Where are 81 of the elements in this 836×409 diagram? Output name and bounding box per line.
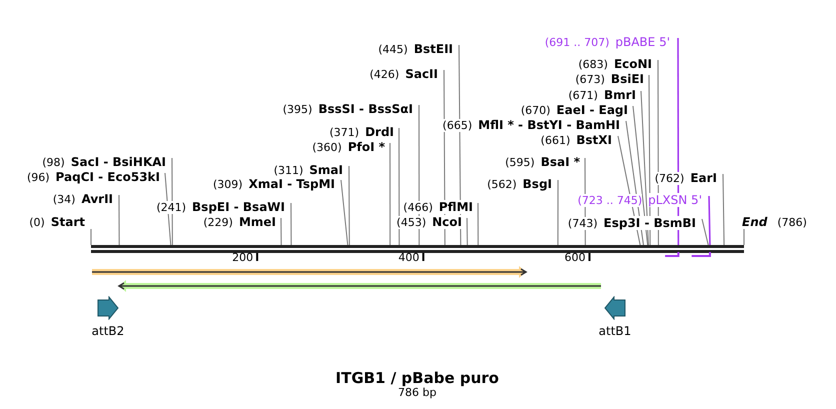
position-number: (691 .. 707) bbox=[544, 36, 610, 49]
leader-line bbox=[290, 202, 292, 246]
enzyme-name: AvrII bbox=[81, 192, 113, 206]
enzyme-name: BstEII bbox=[414, 42, 453, 56]
primer-name: pLXSN 5' bbox=[648, 193, 702, 207]
leader-line bbox=[702, 218, 709, 246]
scale-number: 200 bbox=[232, 251, 254, 264]
enzyme-name: Esp3I - BsmBI bbox=[604, 216, 696, 230]
position-number: (786) bbox=[777, 216, 807, 229]
leader-line bbox=[390, 142, 391, 246]
position-number: (0) bbox=[29, 216, 45, 229]
enzyme-name: EcoNI bbox=[614, 57, 652, 71]
enzyme-name: SacII bbox=[405, 67, 438, 81]
position-number: (595) bbox=[505, 156, 535, 169]
leader-line bbox=[478, 202, 479, 246]
enzyme-name: PaqCI - Eco53kI bbox=[56, 170, 160, 184]
position-number: (96) bbox=[26, 171, 50, 184]
position-number: (426) bbox=[370, 68, 400, 81]
position-number: (670) bbox=[520, 104, 550, 117]
leader-line bbox=[632, 106, 648, 246]
enzyme-name: BsaI * bbox=[540, 155, 580, 169]
position-number: (371) bbox=[329, 126, 360, 139]
enzyme-name: BssSI - BssSαI bbox=[318, 102, 413, 116]
enzyme-name: BsgI bbox=[522, 177, 552, 191]
leader-line bbox=[398, 128, 400, 246]
leader-line bbox=[280, 218, 282, 246]
feature-label: attB1 bbox=[598, 324, 632, 338]
enzyme-name: NcoI bbox=[432, 215, 462, 229]
position-number: (562) bbox=[487, 178, 517, 191]
scale-number: 600 bbox=[564, 251, 586, 264]
enzyme-name: SacI - BsiHKAI bbox=[70, 155, 166, 169]
leader-line bbox=[90, 228, 92, 246]
leader-line bbox=[118, 194, 120, 246]
position-number: (34) bbox=[52, 193, 76, 206]
enzyme-name: BspEI - BsaWI bbox=[192, 200, 285, 214]
position-number: (723 .. 745) bbox=[578, 194, 642, 207]
position-number: (241) bbox=[156, 201, 186, 214]
position-number: (360) bbox=[312, 141, 342, 154]
sequence-backbone bbox=[91, 245, 744, 253]
position-number: (671) bbox=[568, 89, 598, 102]
enzyme-name: DrdI bbox=[365, 125, 394, 139]
leader-line bbox=[557, 180, 558, 246]
position-number: (309) bbox=[213, 178, 243, 191]
leader-line bbox=[640, 90, 649, 246]
enzyme-name: XmaI - TspMI bbox=[248, 177, 335, 191]
position-number: (743) bbox=[568, 217, 598, 230]
leader-line bbox=[340, 180, 348, 246]
position-number: (661) bbox=[540, 134, 570, 147]
leader-line bbox=[708, 196, 711, 246]
scale-number: 400 bbox=[398, 251, 420, 264]
enzyme-name: MmeI bbox=[238, 215, 276, 229]
leader-line bbox=[466, 218, 468, 246]
sequence-length: 786 bp bbox=[398, 386, 436, 399]
position-number: (762) bbox=[654, 172, 684, 185]
position-number: (98) bbox=[42, 156, 65, 169]
enzyme-name: EarI bbox=[690, 171, 717, 185]
position-number: (395) bbox=[282, 103, 312, 116]
position-number: (445) bbox=[378, 43, 408, 56]
leader-line bbox=[172, 158, 173, 246]
enzyme-name: PflMI bbox=[438, 200, 473, 214]
position-number: (665) bbox=[442, 119, 472, 132]
leader-line bbox=[348, 166, 350, 246]
enzyme-name: MflI * - BstYI - BamHI bbox=[478, 118, 620, 132]
sequence-end-label: Start bbox=[50, 215, 85, 229]
enzyme-name: BmrI bbox=[604, 88, 636, 102]
map-title: ITGB1 / pBabe puro bbox=[336, 369, 499, 387]
position-number: (311) bbox=[274, 164, 304, 177]
feature-label: attB2 bbox=[92, 324, 124, 338]
position-number: (453) bbox=[396, 216, 426, 229]
leader-line bbox=[722, 174, 725, 246]
enzyme-name: PfoI * bbox=[348, 140, 385, 154]
sequence-end-label: End bbox=[742, 215, 768, 229]
enzyme-name: SmaI bbox=[309, 163, 343, 177]
enzyme-name: BstXI bbox=[576, 133, 612, 147]
position-number: (683) bbox=[578, 58, 608, 71]
position-number: (229) bbox=[203, 216, 233, 229]
position-number: (673) bbox=[575, 73, 605, 86]
enzyme-name: BsiEI bbox=[610, 72, 644, 86]
enzyme-name: EaeI - EagI bbox=[556, 103, 628, 117]
primer-name: pBABE 5' bbox=[615, 35, 670, 49]
position-number: (466) bbox=[403, 201, 433, 214]
